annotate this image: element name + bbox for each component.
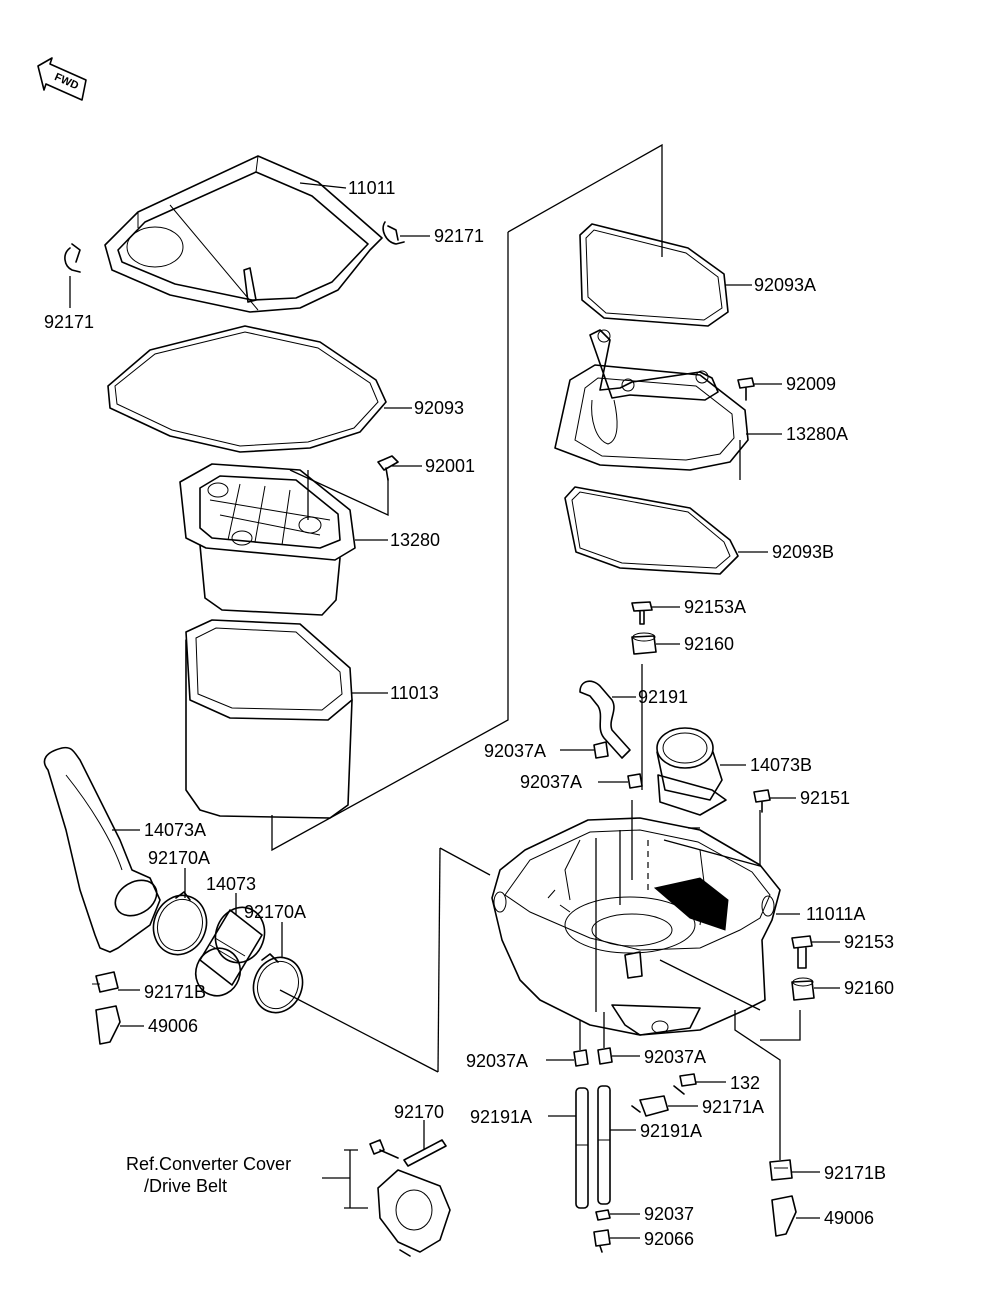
clip-92171B-left (92, 971, 119, 993)
part-label: 14073A (144, 820, 206, 840)
part-label: 92170 (394, 1102, 444, 1122)
grommet-92160-lower (791, 977, 815, 1001)
duct-14073B (656, 727, 727, 816)
clip-right (382, 221, 405, 245)
converter-cover (377, 1169, 451, 1257)
part-label: 92009 (786, 374, 836, 394)
part-label: 92151 (800, 788, 850, 808)
part-label: 92171A (702, 1097, 764, 1117)
hose-92191 (579, 680, 631, 759)
clamp-92170A-left (152, 891, 208, 956)
part-label: 92093A (754, 275, 816, 295)
grommet-92160-upper (631, 632, 657, 655)
drain-tube-left (575, 1087, 589, 1209)
duct-14073 (194, 906, 266, 997)
bolt-92009 (737, 377, 755, 401)
clamp-92037A-upper (593, 741, 643, 789)
clamp-92037 (595, 1209, 611, 1221)
gasket-92093B (564, 486, 739, 575)
air-cleaner-cover (104, 155, 383, 313)
bolt-92151 (753, 789, 771, 813)
clip-left (64, 243, 81, 273)
bolt-92153A (631, 601, 653, 625)
part-label: 92191A (470, 1107, 532, 1127)
part-label: 92153A (684, 597, 746, 617)
fwd-arrow-icon: FWD (37, 57, 87, 101)
part-label: 132 (730, 1073, 760, 1093)
part-label: 92093 (414, 398, 464, 418)
part-label: 92171B (824, 1163, 886, 1183)
screw-132 (673, 1073, 697, 1095)
filter-element-11013 (185, 619, 353, 819)
assembly-lines (69, 143, 840, 1239)
part-label: 13280A (786, 424, 848, 444)
part-label: 92160 (844, 978, 894, 998)
part-label: 92037A (644, 1047, 706, 1067)
clamp-92037A-lower (573, 1047, 613, 1067)
part-label: 92093B (772, 542, 834, 562)
holder-13280A (554, 329, 749, 471)
part-label: 13280 (390, 530, 440, 550)
part-label: 92066 (644, 1229, 694, 1249)
duct-14073A (43, 746, 161, 953)
bolt-92153 (791, 935, 813, 969)
part-label: 49006 (824, 1208, 874, 1228)
part-label: 11013 (390, 683, 439, 703)
element-holder-13280 (179, 463, 356, 616)
clip-92171A (631, 1095, 669, 1117)
pin-92170 (403, 1139, 447, 1167)
part-label: 11011A (806, 904, 865, 924)
part-label: 92170A (244, 902, 306, 922)
part-label: 92191A (640, 1121, 702, 1141)
clamp-92170A-right (252, 953, 304, 1014)
part-label: 92171B (144, 982, 206, 1002)
part-label: 92171 (434, 226, 484, 246)
part-labels: 11011 92171 92171 92093 92001 13280 1101… (44, 178, 894, 1249)
part-label: 92160 (684, 634, 734, 654)
part-label: 92037A (466, 1051, 528, 1071)
part-label: 92153 (844, 932, 894, 952)
reference-note-line-1: Ref.Converter Cover (126, 1154, 291, 1174)
gasket-92093 (107, 325, 387, 453)
drain-tube-right (597, 1085, 611, 1205)
part-label: 49006 (148, 1016, 198, 1036)
part-label: 92037 (644, 1204, 694, 1224)
reference-note: Ref.Converter Cover /Drive Belt (126, 1154, 291, 1196)
part-label: 92001 (425, 456, 475, 476)
part-label: 92037A (520, 772, 582, 792)
plug-92066 (593, 1229, 611, 1253)
gasket-92093A (579, 223, 729, 327)
reference-note-line-2: /Drive Belt (144, 1176, 227, 1196)
part-label: 92037A (484, 741, 546, 761)
part-label: 92170A (148, 848, 210, 868)
screw-92001 (377, 455, 399, 481)
cap-49006-right (771, 1195, 797, 1237)
clip-92171B-right (769, 1159, 793, 1181)
part-label: 92191 (638, 687, 688, 707)
part-label: 11011 (348, 178, 395, 198)
part-label: 14073B (750, 755, 812, 775)
air-cleaner-case-11011A (491, 817, 781, 1036)
part-label: 92171 (44, 312, 94, 332)
bolt-converter (369, 1139, 399, 1159)
part-label: 14073 (206, 874, 256, 894)
cap-49006-left (95, 1005, 121, 1045)
